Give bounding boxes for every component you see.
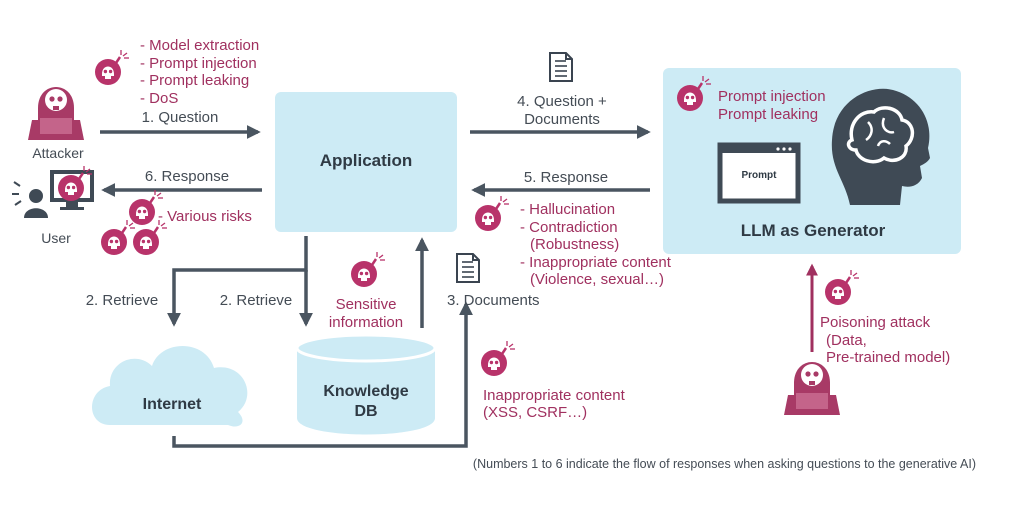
attacker-risks: - Model extraction - Prompt injection - … <box>140 37 259 107</box>
risk-item: - Prompt leaking <box>140 72 249 89</box>
skull-bomb-icon <box>93 48 131 87</box>
risk-item: - DoS <box>140 90 178 107</box>
flow-response-user-label: 6. Response <box>145 168 229 185</box>
flow-question-documents-label-1: 4. Question + <box>517 93 607 110</box>
llm-risk-item: Prompt injection <box>718 88 826 105</box>
arrow-retrieve-internet <box>167 236 308 327</box>
flow-arrows <box>100 125 651 448</box>
flow-question-documents-label-2: Documents <box>524 111 600 128</box>
response-risk-item: - Inappropriate content <box>520 254 672 271</box>
llm-risk-item: Prompt leaking <box>718 106 818 123</box>
flow-retrieve-db-label: 2. Retrieve <box>220 292 293 309</box>
document-risk-item: Inappropriate content <box>483 387 626 404</box>
poisoning-label-3: Pre-trained model) <box>826 349 950 366</box>
footnote: (Numbers 1 to 6 indicate the flow of res… <box>473 457 976 471</box>
application-label: Application <box>320 151 413 170</box>
prompt-window-icon <box>717 142 801 204</box>
user-risk-item: - Various risks <box>158 208 252 225</box>
user-label: User <box>41 230 71 246</box>
brain-head-icon <box>831 88 930 205</box>
flow-question-label: 1. Question <box>142 109 219 126</box>
skull-bomb-icon <box>99 218 137 257</box>
llm-generator-label: LLM as Generator <box>741 221 886 240</box>
risk-item: - Prompt injection <box>140 55 257 72</box>
document-icon <box>456 253 480 283</box>
skull-bomb-icon <box>479 339 517 378</box>
internet-label: Internet <box>143 396 202 413</box>
arrow-internet-to-app <box>172 301 473 448</box>
database-icon <box>295 333 437 435</box>
knowledge-db-label-2: DB <box>354 403 377 420</box>
poisoning-label-2: (Data, <box>826 332 867 349</box>
knowledge-db-label-1: Knowledge <box>323 383 408 400</box>
risk-item: - Model extraction <box>140 37 259 54</box>
sensitive-info-label-1: Sensitive <box>336 296 397 313</box>
application-box <box>275 92 457 232</box>
poisoning-attacker-icon <box>784 362 840 415</box>
attacker-label: Attacker <box>32 145 84 161</box>
document-icon <box>549 52 573 82</box>
document-risk-item: (XSS, CSRF…) <box>483 404 587 421</box>
skull-bomb-icon <box>131 218 169 257</box>
response-risk-item: (Robustness) <box>530 236 619 253</box>
poisoning-label-1: Poisoning attack <box>820 314 931 331</box>
cloud-icon <box>92 346 248 427</box>
flow-response-llm-label: 5. Response <box>524 169 608 186</box>
prompt-window-label: Prompt <box>742 170 778 181</box>
flow-retrieve-internet-label: 2. Retrieve <box>86 292 159 309</box>
sensitive-info-label-2: information <box>329 314 403 331</box>
attacker-icon <box>28 87 84 140</box>
skull-bomb-icon <box>349 250 387 289</box>
response-risk-item: (Violence, sexual…) <box>530 271 664 288</box>
response-risk-item: - Contradiction <box>520 219 618 236</box>
skull-bomb-icon <box>473 194 511 233</box>
response-risk-item: - Hallucination <box>520 201 615 218</box>
skull-bomb-icon <box>823 268 861 307</box>
flow-documents-label: 3. Documents <box>447 292 540 309</box>
